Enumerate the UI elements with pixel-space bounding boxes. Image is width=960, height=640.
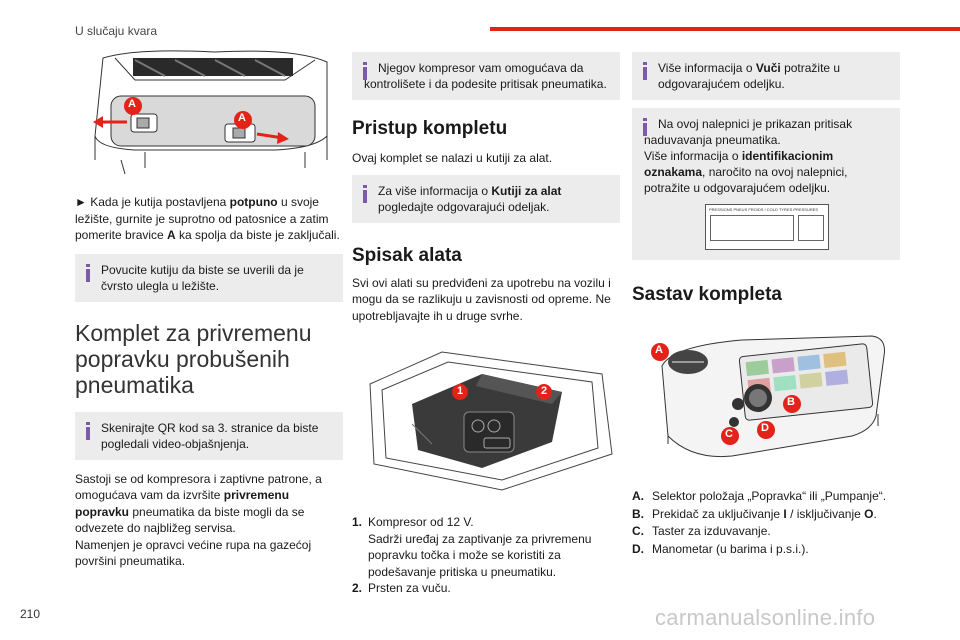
text: u svoje ležište, gurnite je suprotno od … <box>75 195 329 242</box>
tool-kit-drawing <box>369 351 613 491</box>
section-heading-tools: Spisak alata <box>352 244 462 266</box>
sticker-side-box <box>798 215 824 241</box>
tools-paragraph: Svi ovi alati su predviđeni za upotrebu … <box>352 275 611 323</box>
compressor-drawing <box>651 335 885 458</box>
list-text: Taster za izduvavanje. <box>652 524 771 538</box>
sticker-text: PRESSIONS PNEUS FROIDS / COLD TYRES PRES… <box>709 207 819 212</box>
text: ka spolja da biste je zaključali. <box>175 228 340 242</box>
figure-label-a: A <box>655 344 663 356</box>
column-3: Više informacija o Vuči potražite u odgo… <box>632 52 900 557</box>
note-text: Povucite kutiju da biste se uverili da j… <box>101 262 304 293</box>
text: pneumatika da biste mogli da se odvezete… <box>75 504 305 536</box>
figure-label-c: C <box>725 428 733 440</box>
note-more-text: Više informacija o identifikacionim ozna… <box>644 148 890 196</box>
text: Sastoji se od kompresora i zaptivne patr… <box>75 471 322 503</box>
list-key: A. <box>632 489 644 503</box>
list-item: A. Selektor položaja „Popravka“ ili „Pum… <box>632 488 900 505</box>
list-key: 1. <box>352 515 363 529</box>
list-subtext: Sadrži uređaj za zaptivanje za privremen… <box>368 531 592 579</box>
text-bold: privremenu popravku <box>75 488 290 519</box>
figure-label-a-left: A <box>128 98 136 110</box>
compressor-illustration: A B C D <box>632 326 900 466</box>
page-header-title: U slučaju kvara <box>75 24 158 38</box>
list-text: Manometar (u barima i p.s.i.). <box>652 541 809 556</box>
text: Prekidač za uključivanje <box>652 506 784 521</box>
kit-contents-list: A. Selektor položaja „Popravka“ ili „Pum… <box>632 488 900 557</box>
info-icon <box>363 62 367 80</box>
column-2: Njegov kompresor vam omogućava da kontro… <box>352 52 620 597</box>
info-icon <box>643 118 647 136</box>
note-text-bold: Vuči <box>755 61 781 75</box>
text-bold: A <box>167 228 176 242</box>
note-text: Za više informacija o <box>378 183 492 198</box>
note-text: potražite u odgovarajućem odeljku. <box>658 61 841 91</box>
text: ► Kada je kutija postavljena <box>75 195 230 209</box>
note-text: Više informacija o <box>658 61 756 75</box>
figure-label-a-right: A <box>238 112 246 124</box>
list-text: Selektor položaja „Popravka“ ili „Pumpan… <box>652 489 887 503</box>
column-1: A A ► Kada je kutija postavljena potpuno… <box>75 40 343 570</box>
info-icon <box>86 263 90 282</box>
toolbox-lock-illustration: A A <box>75 40 343 180</box>
header-accent-bar <box>490 27 960 31</box>
section-heading-repair-kit: Komplet za privremenu popravku probušeni… <box>75 319 312 398</box>
text: . <box>873 506 877 521</box>
tool-kit-illustration: 1 2 <box>352 344 620 494</box>
sticker-table <box>710 215 794 241</box>
list-item: B. Prekidač za uključivanje I / isključi… <box>632 506 900 523</box>
text: / isključivanje <box>786 506 865 521</box>
list-item: C. Taster za izduvavanje. <box>632 523 900 540</box>
kit-description-paragraph: Sastoji se od kompresora i zaptivne patr… <box>75 471 343 537</box>
note-text-bold: identifikacionim oznakama <box>644 149 834 179</box>
note-text: pogledajte odgovarajući odeljak. <box>378 199 550 214</box>
tyre-pressure-sticker: PRESSIONS PNEUS FROIDS / COLD TYRES PRES… <box>705 204 829 250</box>
list-key: C. <box>632 524 644 538</box>
lock-instruction-paragraph: ► Kada je kutija postavljena potpuno u s… <box>75 194 343 244</box>
note-text-bold: Kutiji za alat <box>491 183 562 198</box>
note-text: Više informacija o <box>644 149 742 163</box>
text-bold: O <box>864 506 874 521</box>
info-note-towing: Više informacija o Vuči potražite u odgo… <box>632 52 900 100</box>
watermark-text: carmanualsonline.info <box>655 605 876 630</box>
info-note-qr: Skenirajte QR kod sa 3. stranice da bist… <box>75 411 343 460</box>
note-text: Skenirajte QR kod sa 3. stranice da bist… <box>101 420 319 451</box>
info-note-pull-box: Povucite kutiju da biste se uverili da j… <box>75 253 343 302</box>
info-icon <box>86 421 90 440</box>
page-number: 210 <box>20 607 41 621</box>
figure-label-d: D <box>761 422 769 434</box>
list-key: D. <box>632 541 644 556</box>
section-heading-kit-contents: Sastav kompleta <box>632 284 782 305</box>
figure-label-b: B <box>787 396 795 408</box>
figure-label-2: 2 <box>541 385 548 397</box>
list-key: 2. <box>352 581 363 595</box>
info-note-sticker: Na ovoj nalepnici je prikazan pritisak n… <box>632 108 900 260</box>
figure-label-1: 1 <box>457 385 464 397</box>
access-paragraph: Ovaj komplet se nalazi u kutiji za alat. <box>352 151 553 165</box>
list-text: Prsten za vuču. <box>368 581 451 595</box>
info-icon <box>363 184 367 203</box>
list-item: D. Manometar (u barima i p.s.i.). <box>632 541 900 558</box>
note-text: Na ovoj nalepnici je prikazan pritisak n… <box>644 117 853 147</box>
toolbox-lock-drawing <box>93 50 328 175</box>
list-text: Prekidač za uključivanje I / isključivan… <box>652 506 877 523</box>
list-item: 2. Prsten za vuču. <box>352 580 620 597</box>
info-icon <box>643 62 647 80</box>
info-note-compressor: Njegov kompresor vam omogućava da kontro… <box>352 52 620 100</box>
list-key: B. <box>632 506 644 521</box>
info-note-toolbox: Za više informacija o Kutiji za alat pog… <box>352 174 620 223</box>
text-bold: I <box>783 506 787 521</box>
list-text: Kompresor od 12 V. <box>368 515 474 529</box>
note-text: Njegov kompresor vam omogućava da kontro… <box>364 61 607 91</box>
section-heading-access: Pristup kompletu <box>352 118 508 139</box>
tools-list: 1. Kompresor od 12 V. Sadrži uređaj za z… <box>352 514 620 597</box>
list-item: 1. Kompresor od 12 V. Sadrži uređaj za z… <box>352 514 620 580</box>
kit-purpose-paragraph: Namenjen je opravci većine rupa na gazeć… <box>75 537 312 569</box>
note-text: , naročito na ovoj nalepnici, potražite … <box>644 165 848 195</box>
text-bold: potpuno <box>229 195 278 209</box>
